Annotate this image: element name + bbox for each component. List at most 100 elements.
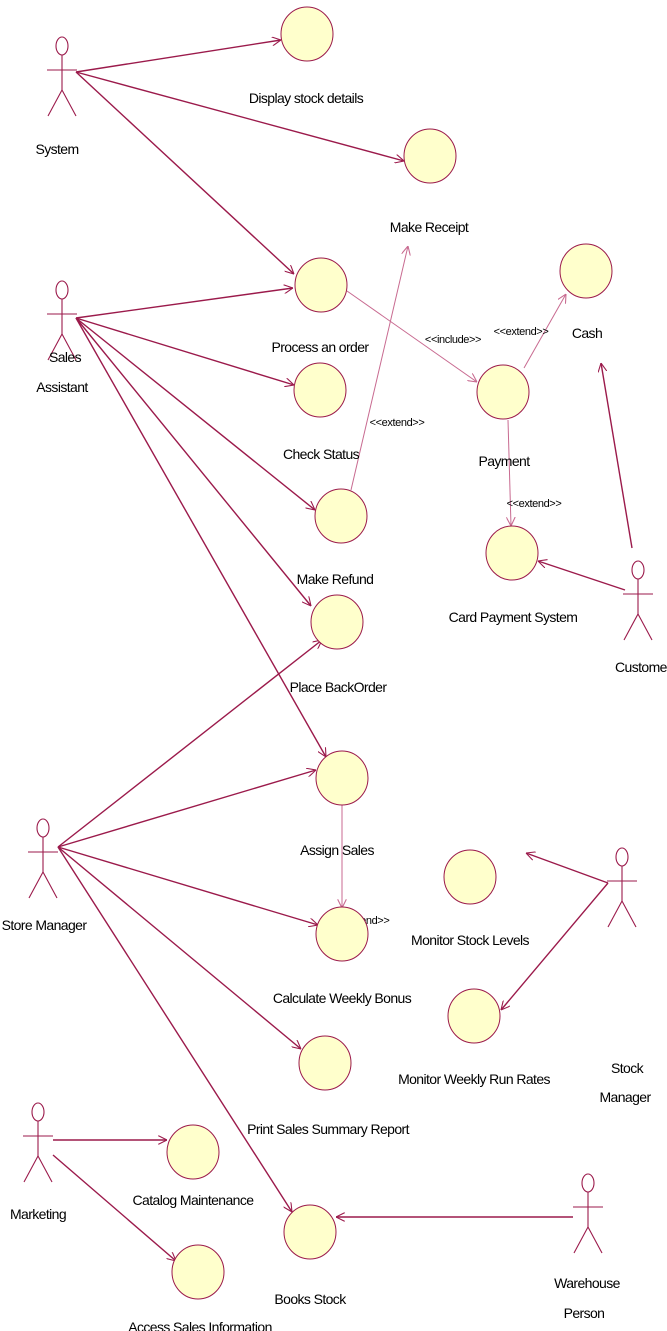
relationship-store-manager-to-place-backorder	[57, 640, 322, 848]
relationship-customer-to-cash	[601, 363, 633, 549]
use-case-make-receipt[interactable]: Make Receipt	[390, 128, 470, 235]
use-case-card-payment-system[interactable]: Card Payment System	[449, 525, 578, 625]
use-case-ellipse[interactable]	[315, 750, 369, 806]
actor-label: Person	[564, 1305, 605, 1321]
actor-label: Warehouse	[554, 1275, 620, 1291]
use-case-assign-sales[interactable]: Assign Sales	[300, 750, 375, 858]
use-case-make-refund[interactable]: Make Refund	[297, 488, 374, 587]
use-case-label: Process an order	[271, 339, 369, 355]
actor-marketing[interactable]: Marketing	[10, 1102, 67, 1222]
use-case-check-status[interactable]: Check Status	[283, 362, 360, 462]
actor-label: Store Manager	[2, 917, 88, 933]
actor-icon	[47, 280, 77, 361]
use-case-ellipse[interactable]	[294, 257, 348, 313]
actor-icon	[23, 1102, 53, 1183]
use-case-label: Monitor Stock Levels	[411, 932, 530, 948]
actor-store-manager[interactable]: Store Manager	[2, 818, 88, 933]
use-case-ellipse[interactable]	[293, 362, 347, 418]
use-case-label: Print Sales Summary Report	[247, 1121, 410, 1137]
relationship-stock-manager-to-monitor-stock-levels	[526, 853, 609, 884]
use-case-access-sales-information[interactable]: Access Sales Information	[128, 1244, 272, 1331]
use-case-label: Display stock details	[249, 90, 364, 106]
use-case-display-stock-details[interactable]: Display stock details	[249, 6, 364, 106]
use-case-label: Make Refund	[297, 571, 374, 587]
relationship-payment-to-cash	[523, 294, 566, 369]
use-case-payment[interactable]: Payment	[476, 364, 531, 469]
use-case-ellipse[interactable]	[443, 849, 497, 905]
actor-icon	[573, 1173, 603, 1254]
use-case-ellipse[interactable]	[485, 525, 539, 581]
use-case-calculate-weekly-bonus[interactable]: Calculate Weekly Bonus	[273, 906, 412, 1006]
actor-icon	[623, 560, 653, 641]
stereotype-label: <<include>>	[425, 334, 481, 346]
relationship-system-to-make-receipt	[75, 71, 404, 161]
relationship-store-manager-to-assign-sales	[57, 770, 316, 848]
actor-customer[interactable]: Customer	[615, 560, 667, 675]
use-case-label: Cash	[572, 325, 602, 341]
actor-label: Sales	[49, 349, 82, 365]
use-case-process-an-order[interactable]: Process an order	[271, 257, 370, 355]
use-case-label: Make Receipt	[390, 219, 469, 235]
actor-icon	[28, 818, 58, 899]
relationship-sales-assistant-to-make-refund	[75, 317, 315, 510]
relationship-sales-assistant-to-assign-sales	[75, 317, 327, 757]
use-case-label: Assign Sales	[300, 842, 374, 858]
relationship-process-an-order-to-payment	[346, 290, 477, 382]
actor-icon	[47, 36, 77, 117]
use-case-print-sales-summary-report[interactable]: Print Sales Summary Report	[247, 1035, 410, 1137]
use-case-place-backorder[interactable]: Place BackOrder	[290, 594, 388, 695]
use-case-label: Books Stock	[274, 1291, 347, 1307]
relationship-make-refund-to-make-receipt	[350, 246, 408, 491]
use-case-catalog-maintenance[interactable]: Catalog Maintenance	[133, 1124, 255, 1208]
stereotype-label: <<extend>>	[494, 326, 549, 338]
use-case-label: Monitor Weekly Run Rates	[398, 1071, 550, 1087]
use-case-ellipse[interactable]	[283, 1204, 337, 1260]
actor-label: System	[35, 141, 78, 157]
use-case-ellipse[interactable]	[315, 906, 369, 962]
relationship-store-manager-to-calculate-weekly-bonus	[57, 846, 318, 925]
relationship-sales-assistant-to-check-status	[75, 317, 294, 385]
relationship-stock-manager-to-monitor-weekly-run-rates	[501, 882, 609, 1010]
use-case-label: Access Sales Information	[128, 1319, 272, 1331]
use-case-label: Catalog Maintenance	[133, 1192, 255, 1208]
stereotype-label: <<extend>>	[507, 498, 562, 510]
use-case-books-stock[interactable]: Books Stock	[274, 1204, 348, 1307]
actor-label: Manager	[599, 1089, 651, 1105]
use-case-cash[interactable]: Cash	[559, 243, 613, 341]
use-case-ellipse[interactable]	[166, 1124, 220, 1180]
stereotype-labels: <<include>> <<extend>> <<extend>> <<extend>…	[335, 326, 562, 927]
actor-label: Customer	[615, 659, 667, 675]
use-case-monitor-stock-levels[interactable]: Monitor Stock Levels	[411, 849, 530, 948]
relationship-system-to-process-an-order	[75, 71, 294, 274]
relationship-store-manager-to-books-stock	[57, 846, 292, 1212]
actor-label: Assistant	[36, 379, 88, 395]
use-case-ellipse[interactable]	[559, 243, 613, 299]
relationship-customer-to-card-payment-system	[538, 561, 626, 591]
use-case-ellipse[interactable]	[447, 988, 501, 1044]
actor-label: Stock	[611, 1060, 645, 1076]
use-case-ellipse[interactable]	[403, 128, 457, 184]
relationship-sales-assistant-to-process-an-order	[75, 288, 293, 319]
use-case-label: Check Status	[283, 446, 360, 462]
use-case-ellipse[interactable]	[476, 364, 530, 420]
use-case-ellipse[interactable]	[298, 1035, 352, 1091]
relationship-marketing-to-access-sales-information	[52, 1154, 176, 1261]
actor-system[interactable]: System	[35, 36, 79, 157]
use-case-ellipse[interactable]	[314, 488, 368, 544]
use-case-ellipse[interactable]	[310, 594, 364, 650]
use-case-label: Place BackOrder	[290, 679, 388, 695]
actor-label: Marketing	[10, 1206, 66, 1222]
actor-icon	[607, 847, 637, 928]
stereotype-label: <<extend>>	[370, 417, 425, 429]
relationship-system-to-display-stock-details	[75, 40, 281, 73]
use-case-ellipse[interactable]	[171, 1244, 225, 1300]
use-case-monitor-weekly-run-rates[interactable]: Monitor Weekly Run Rates	[398, 988, 551, 1087]
use-case-ellipse[interactable]	[280, 6, 334, 62]
relationship-store-manager-to-print-sales-summary-report	[57, 846, 301, 1049]
